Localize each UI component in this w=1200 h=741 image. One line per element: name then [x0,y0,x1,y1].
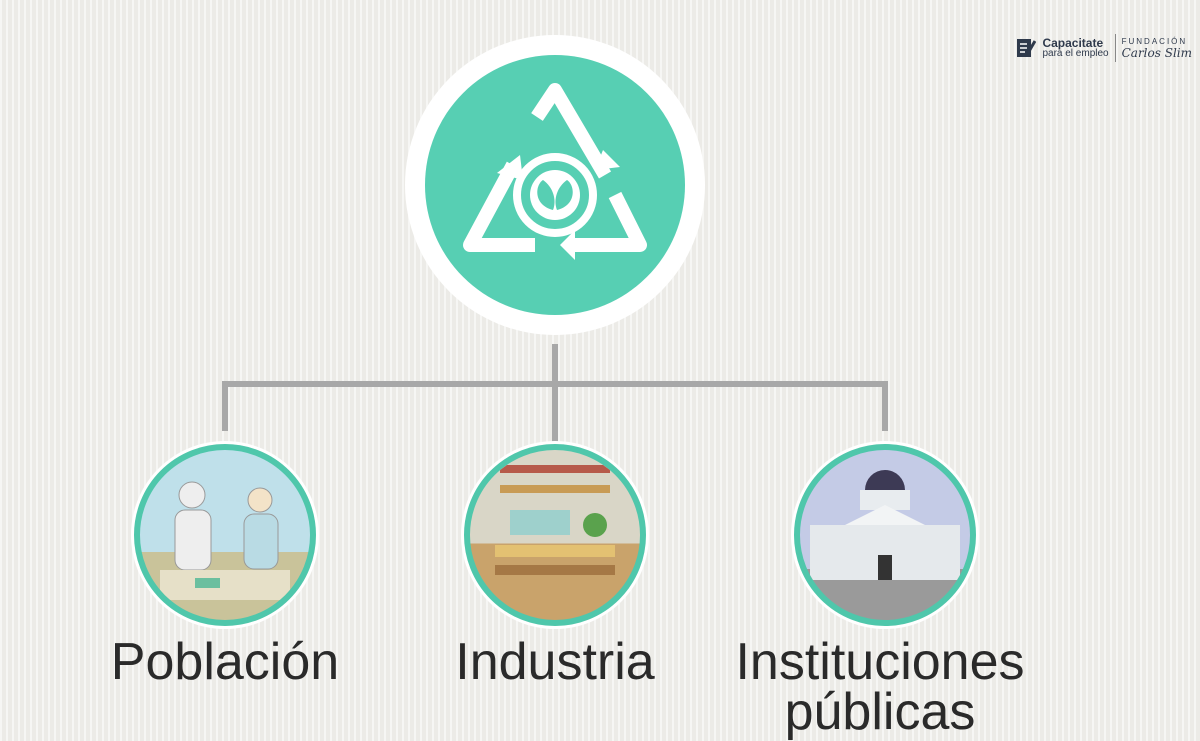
capitol-building-icon [810,470,960,580]
public-institutions-illustration [794,444,976,626]
store-shelves-icon [495,465,615,575]
foundation-label: FUNDACIÓN [1121,36,1188,46]
connector-middle [552,381,558,443]
brand-tagline: para el empleo [1042,48,1109,59]
category-label-population: Población [110,633,340,691]
central-recycle-badge [405,35,705,335]
foundation-name: Carlos Slim [1121,45,1192,60]
checklist-pen-icon [1017,39,1037,57]
connector-trunk [552,344,558,386]
population-illustration [134,444,316,626]
connector-left [222,381,228,431]
recycle-leaf-icon [463,83,647,260]
divider [1114,34,1116,62]
category-label-public-institutions: Instituciones públicas [735,633,1025,741]
brand-name: Capacitate [1042,36,1104,50]
industry-illustration [464,444,646,626]
connector-right [882,381,888,431]
category-label-industry: Industria [455,633,655,691]
people-icon [160,481,290,600]
